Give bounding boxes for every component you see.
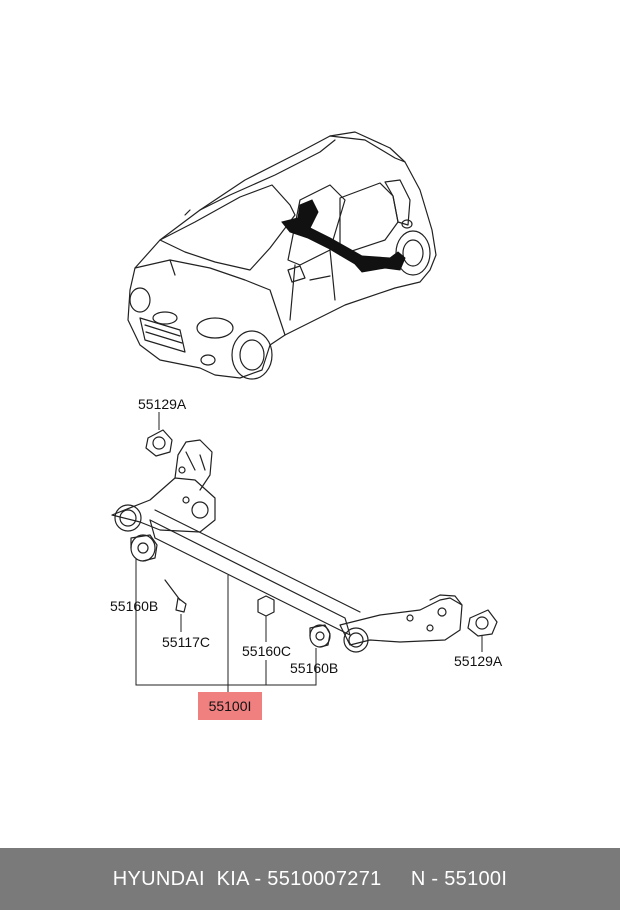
- callout-assembly-highlighted: 55100I: [198, 692, 262, 720]
- callout-bracket-right: 55129A: [454, 653, 503, 669]
- footer-caption: HYUNDAI KIA - 5510007271 N - 55100I: [0, 848, 620, 910]
- rear-axle-assembly: [111, 429, 498, 653]
- parts-diagram: [111, 131, 498, 692]
- callout-bushing-center: 55160C: [242, 643, 292, 659]
- callout-bracket-top: 55129A: [138, 396, 187, 412]
- callout-bushing-right: 55160B: [290, 660, 339, 676]
- leader-lines: [135, 412, 483, 692]
- car-illustration: [127, 131, 437, 380]
- callout-bushing-left: 55160B: [110, 598, 159, 614]
- callout-bolt: 55117C: [162, 634, 211, 650]
- car-axle-highlight: [281, 199, 406, 273]
